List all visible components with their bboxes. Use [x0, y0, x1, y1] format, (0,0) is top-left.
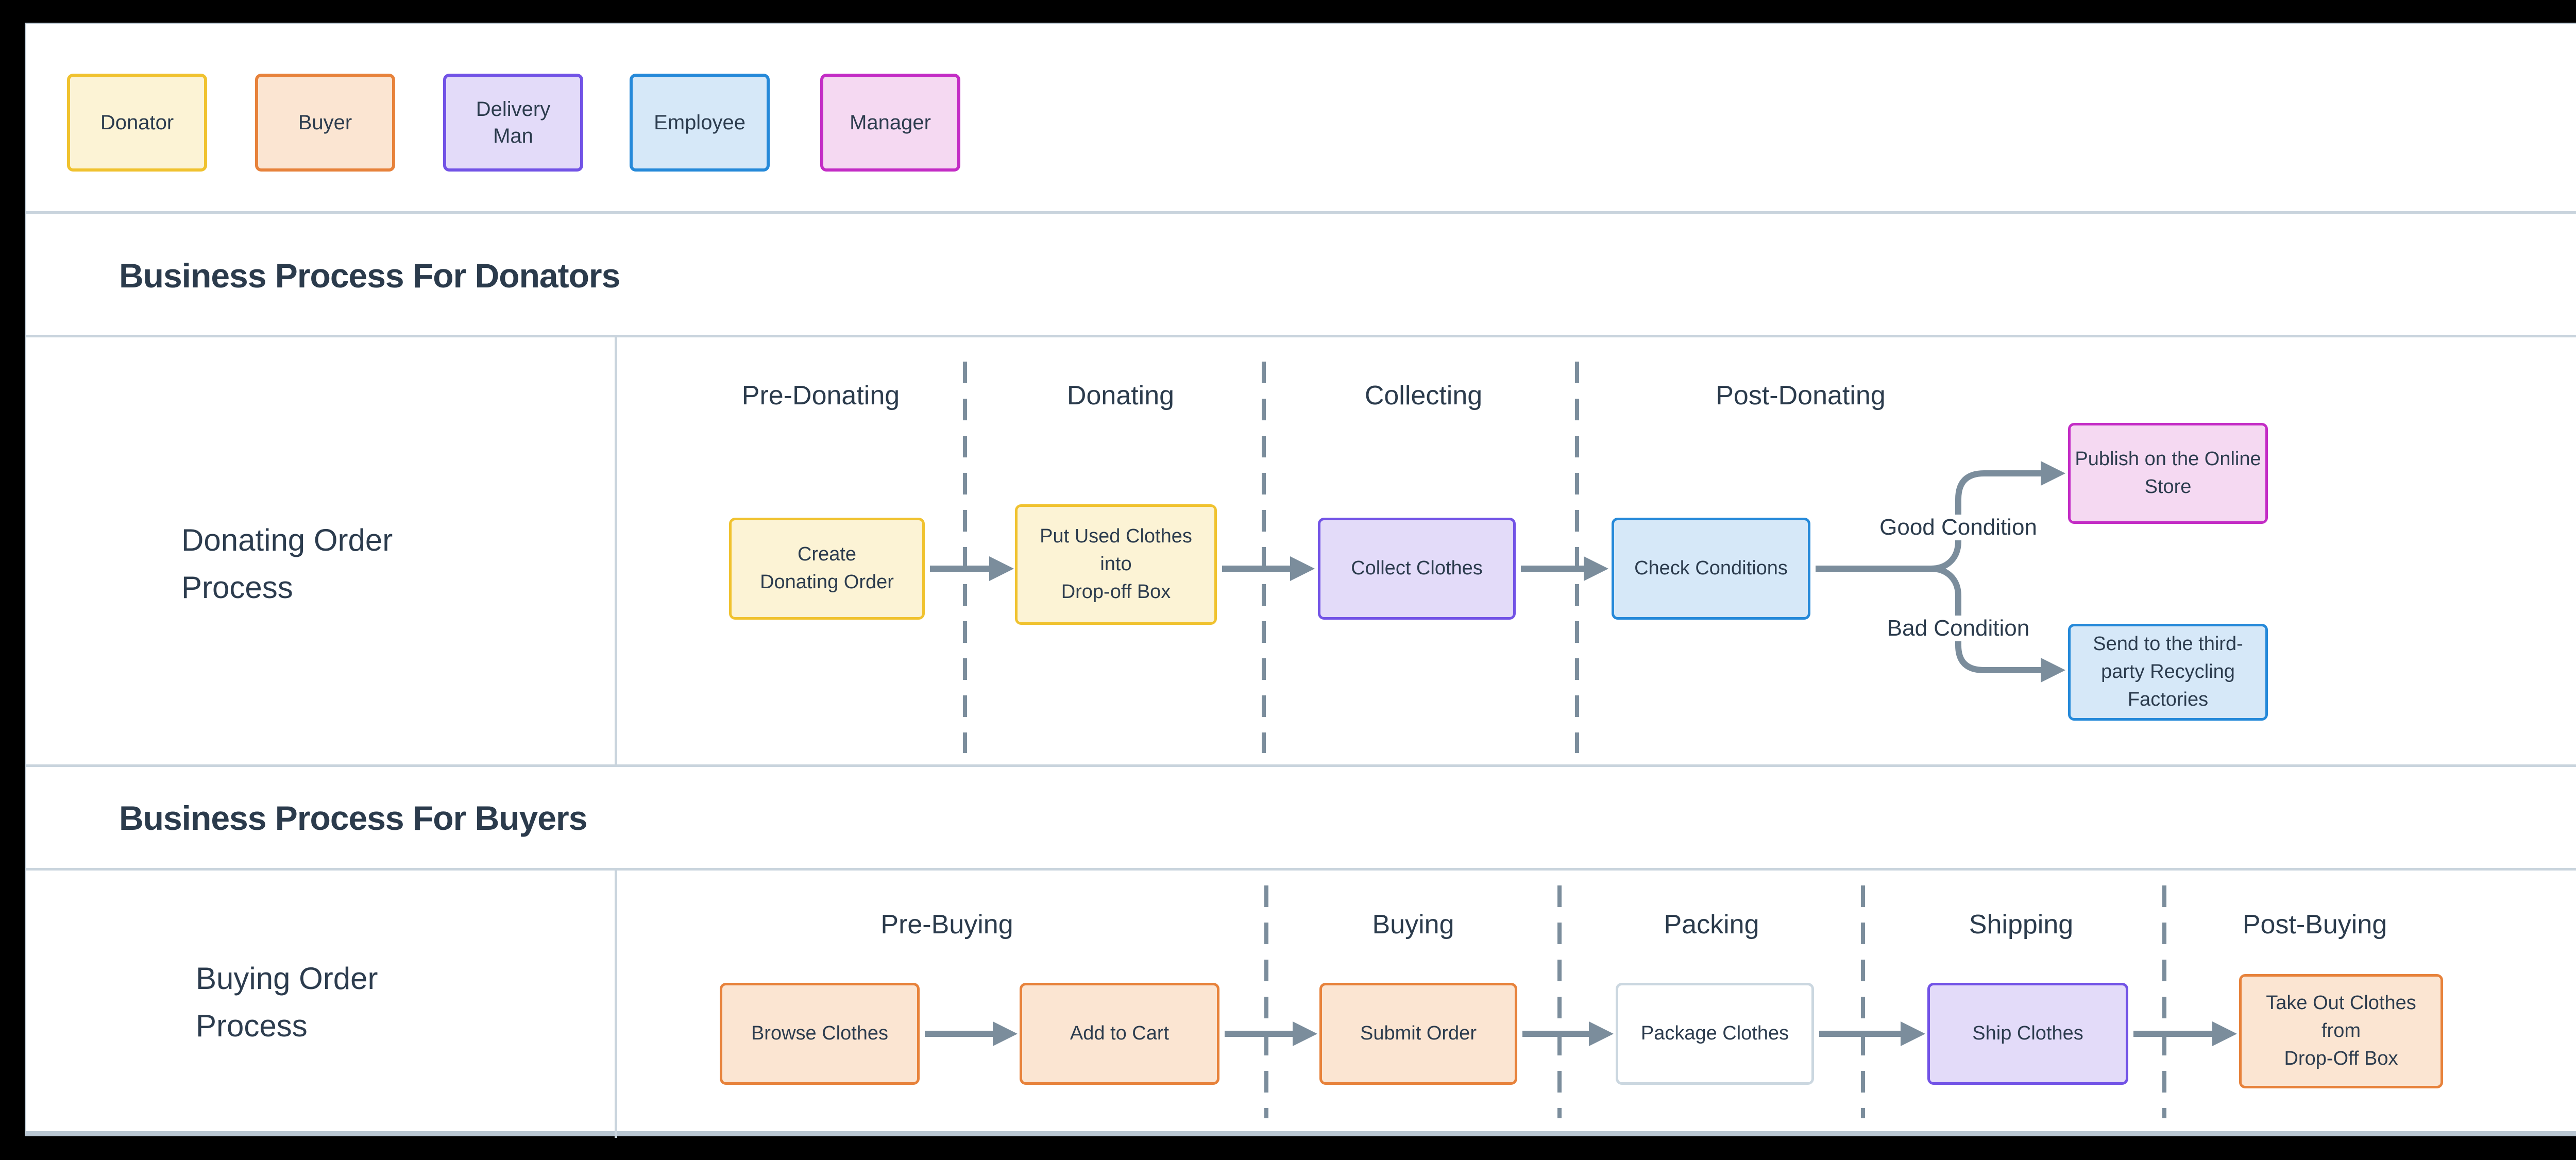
- legend-item-manager[interactable]: Manager: [820, 74, 960, 172]
- node-send-recycling-factories[interactable]: Send to the third- party Recycling Facto…: [2068, 624, 2268, 721]
- node-take-out-clothes[interactable]: Take Out Clothes from Drop-Off Box: [2239, 974, 2443, 1088]
- donating-lane-label-divider: [615, 335, 617, 764]
- legend-label: Manager: [850, 111, 931, 134]
- section-title-buyers: Business Process For Buyers: [119, 799, 587, 837]
- phase-pre-donating: Pre-Donating: [741, 381, 900, 411]
- lane-label-donating-order-process: Donating Order Process: [181, 517, 393, 611]
- section-title-donators: Business Process For Donators: [119, 257, 620, 295]
- lane-label-line1: Buying Order: [196, 961, 378, 996]
- phase-donating: Donating: [1066, 381, 1175, 411]
- node-label: Add to Cart: [1070, 1022, 1170, 1045]
- lane-label-line2: Process: [196, 1009, 308, 1043]
- node-label: Create Donating Order: [760, 543, 894, 593]
- node-submit-order[interactable]: Submit Order: [1319, 983, 1517, 1085]
- connector-layer: [925, 362, 2237, 1118]
- phase-buying: Buying: [1372, 910, 1454, 940]
- legend-item-donator[interactable]: Donator: [67, 74, 207, 172]
- node-ship-clothes[interactable]: Ship Clothes: [1927, 983, 2128, 1085]
- node-label: Browse Clothes: [751, 1022, 889, 1045]
- node-label: Submit Order: [1360, 1022, 1477, 1045]
- node-package-clothes[interactable]: Package Clothes: [1616, 983, 1814, 1085]
- node-label: Send to the third- party Recycling Facto…: [2093, 633, 2243, 710]
- node-label: Put Used Clothes into Drop-off Box: [1040, 525, 1192, 603]
- fork-down-curve: [1930, 566, 1961, 616]
- divider-below-donating-lane: [26, 764, 2576, 767]
- legend-item-buyer[interactable]: Buyer: [255, 74, 395, 172]
- phase-pre-buying: Pre-Buying: [880, 910, 1013, 940]
- phase-shipping: Shipping: [1969, 910, 2074, 940]
- node-label: Package Clothes: [1640, 1022, 1789, 1045]
- node-check-conditions[interactable]: Check Conditions: [1612, 518, 1810, 620]
- lane-label-line2: Process: [181, 570, 293, 605]
- node-label: Publish on the Online Store: [2075, 448, 2261, 498]
- branch-label-good-condition: Good Condition: [1874, 515, 2042, 540]
- node-label: Check Conditions: [1634, 557, 1788, 579]
- diagram-canvas: Donator Buyer Delivery Man Employee Mana…: [25, 23, 2576, 1138]
- lane-label-buying-order-process: Buying Order Process: [196, 955, 378, 1050]
- divider-below-buyers-title: [26, 868, 2576, 871]
- node-browse-clothes[interactable]: Browse Clothes: [720, 983, 920, 1085]
- branch-label-bad-condition: Bad Condition: [1882, 616, 2035, 641]
- node-label: Take Out Clothes from Drop-Off Box: [2266, 992, 2416, 1069]
- node-collect-clothes[interactable]: Collect Clothes: [1318, 518, 1516, 620]
- lane-label-line1: Donating Order: [181, 523, 393, 557]
- node-put-used-clothes[interactable]: Put Used Clothes into Drop-off Box: [1015, 504, 1217, 625]
- legend-label: Buyer: [298, 111, 352, 134]
- fork-up-curve: [1930, 538, 1961, 572]
- divider-below-legend: [26, 211, 2576, 214]
- divider-below-donators-title: [26, 335, 2576, 337]
- phase-post-buying: Post-Buying: [2242, 910, 2387, 940]
- node-label: Ship Clothes: [1972, 1022, 2083, 1045]
- legend-label: Employee: [654, 111, 745, 134]
- arrow-good-condition: [1955, 461, 2065, 515]
- phase-collecting: Collecting: [1364, 381, 1483, 411]
- phase-post-donating: Post-Donating: [1716, 381, 1886, 411]
- legend-item-employee[interactable]: Employee: [630, 74, 770, 172]
- phase-packing: Packing: [1664, 910, 1759, 940]
- buying-lane-label-divider: [615, 868, 617, 1138]
- arrow-bad-condition: [1955, 641, 2065, 683]
- node-label: Collect Clothes: [1351, 557, 1483, 579]
- node-create-donating-order[interactable]: Create Donating Order: [729, 518, 925, 620]
- node-publish-online-store[interactable]: Publish on the Online Store: [2068, 423, 2268, 524]
- node-add-to-cart[interactable]: Add to Cart: [1020, 983, 1219, 1085]
- legend-item-delivery-man[interactable]: Delivery Man: [443, 74, 583, 172]
- legend-label: Delivery Man: [476, 98, 551, 147]
- legend-label: Donator: [100, 111, 174, 134]
